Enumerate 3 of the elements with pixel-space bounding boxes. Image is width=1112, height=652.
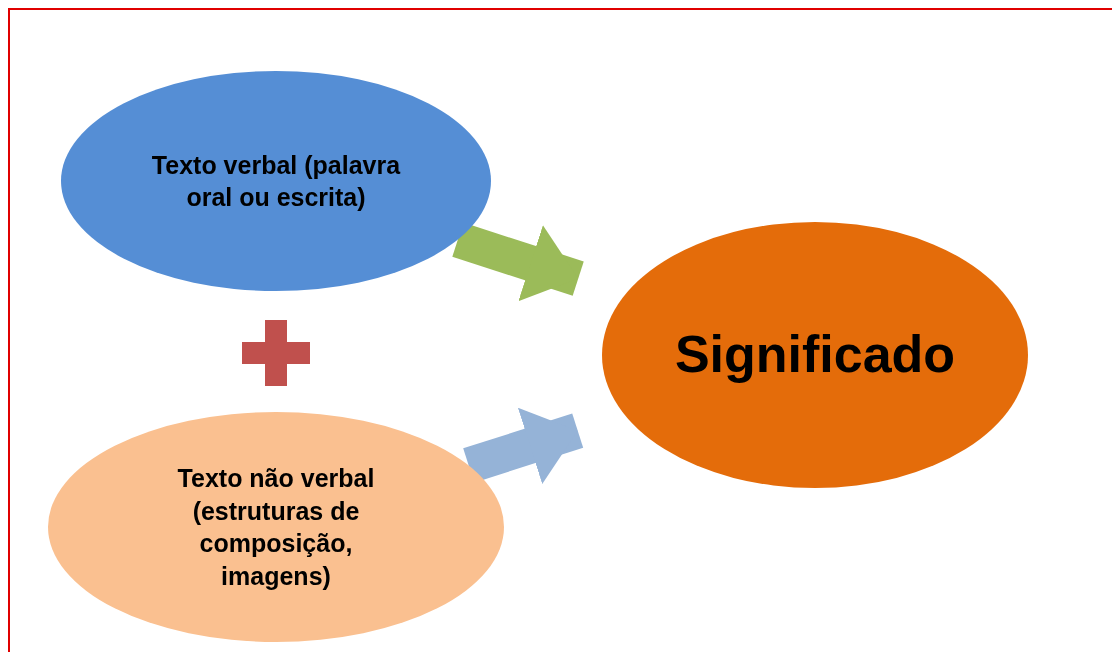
node-label: Significado — [674, 324, 956, 386]
node-label: Texto não verbal (estruturas de composição, imagens) — [176, 463, 376, 592]
node-label: Texto verbal (palavra oral ou escrita) — [150, 149, 402, 213]
